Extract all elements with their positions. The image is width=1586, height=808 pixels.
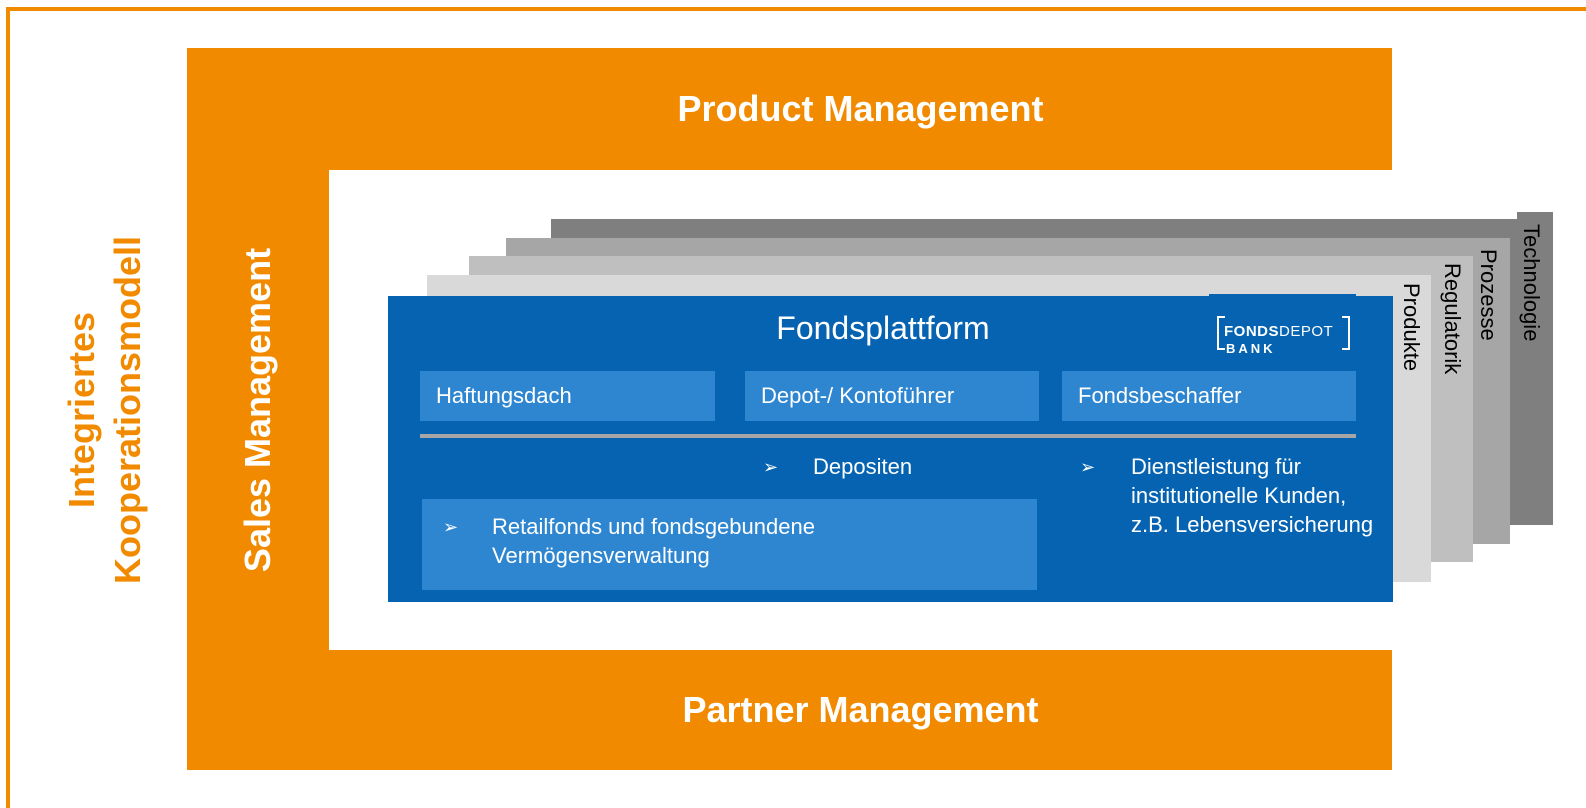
arrow-bullet-icon: ➢ bbox=[763, 457, 779, 477]
partner-management-bar bbox=[187, 650, 1392, 770]
pillar-fondsbeschaffer: Fondsbeschaffer bbox=[1062, 371, 1356, 421]
pillar-label: Fondsbeschaffer bbox=[1078, 383, 1242, 408]
layer-label-prozesse: Prozesse bbox=[1476, 249, 1501, 341]
logo-bracket bbox=[1217, 348, 1225, 350]
sales-management-bar bbox=[187, 48, 329, 770]
bullet-retail: Retailfonds und fondsgebundene Vermögens… bbox=[492, 514, 815, 568]
logo-bracket bbox=[1342, 316, 1350, 318]
divider bbox=[420, 434, 1356, 438]
product-management-label: Product Management bbox=[677, 88, 1044, 129]
logo-bracket bbox=[1342, 348, 1350, 350]
arrow-bullet-icon: ➢ bbox=[443, 517, 459, 537]
side-title-line1: Integriertes bbox=[61, 311, 102, 509]
pillar-label: Haftungsdach bbox=[436, 383, 572, 408]
side-title-line2: Kooperationsmodell bbox=[107, 235, 148, 585]
layer-label-produkte: Produkte bbox=[1399, 283, 1424, 372]
retail-box bbox=[422, 499, 1037, 590]
bullet-dienstleistung: Dienstleistung für institutionelle Kunde… bbox=[1131, 454, 1374, 537]
logo-bracket bbox=[1217, 316, 1225, 318]
side-title: Integriertes Kooperationsmodell bbox=[40, 190, 170, 630]
bullet-depositen: Depositen bbox=[813, 454, 913, 479]
logo-wordmark: FONDSDEPOT bbox=[1224, 323, 1334, 340]
fondsdepot-bank-logo bbox=[1209, 294, 1356, 366]
partner-management-label: Partner Management bbox=[682, 689, 1039, 730]
sales-management-label: Sales Management bbox=[237, 247, 278, 573]
pillar-haftungsdach: Haftungsdach bbox=[420, 371, 715, 421]
outer-frame bbox=[6, 7, 1586, 808]
logo-bank: BANK bbox=[1226, 341, 1276, 356]
arrow-bullet-icon: ➢ bbox=[1080, 457, 1096, 477]
logo-bracket bbox=[1348, 316, 1350, 350]
layer-label-technologie: Technologie bbox=[1519, 224, 1544, 342]
product-management-bar bbox=[187, 48, 1392, 170]
platform-title: Fondsplattform bbox=[776, 310, 990, 346]
logo-bracket bbox=[1217, 316, 1219, 350]
pillar-depot-kontofuehrer: Depot-/ Kontoführer bbox=[745, 371, 1039, 421]
pillar-label: Depot-/ Kontoführer bbox=[761, 383, 955, 408]
layer-label-regulatorik: Regulatorik bbox=[1440, 263, 1465, 375]
